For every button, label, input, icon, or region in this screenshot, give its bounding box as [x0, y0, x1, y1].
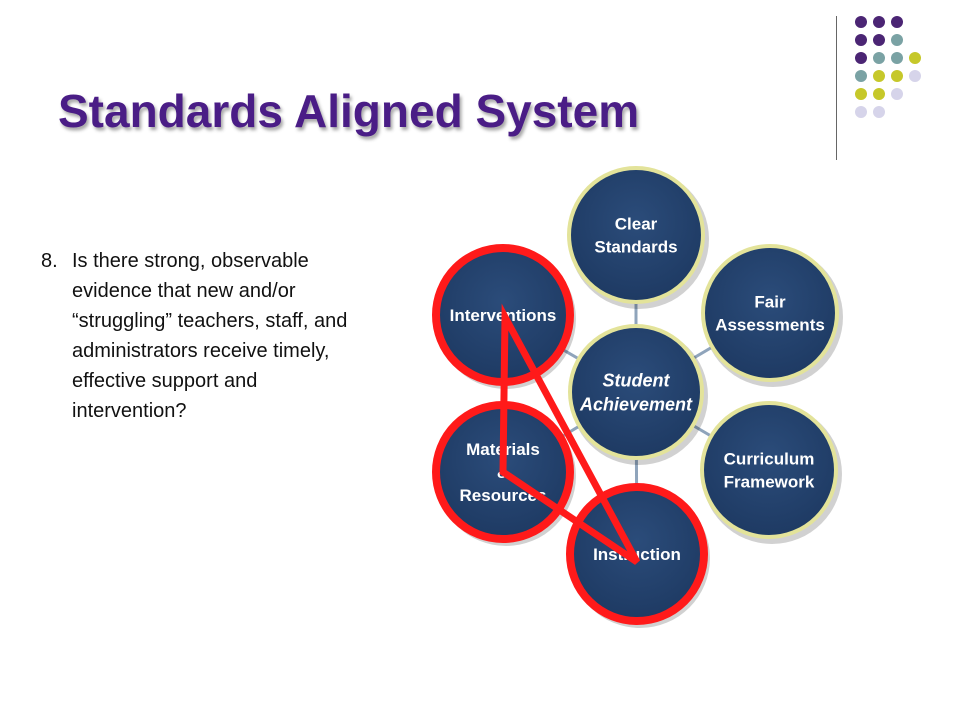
curriculum-framework-label-line: Curriculum [724, 449, 815, 468]
curriculum-framework-label-line: Framework [724, 472, 815, 491]
decorative-dot [855, 52, 867, 64]
fair-assessments-label-line: Fair [754, 292, 786, 311]
decorative-dot [891, 16, 903, 28]
decorative-dot [855, 34, 867, 46]
fair-assessments-label-line: Assessments [715, 315, 825, 334]
fair-assessments-circle [701, 244, 839, 382]
decorative-dot [873, 52, 885, 64]
clear-standards-label-line: Standards [594, 237, 677, 256]
decorative-dot [855, 106, 867, 118]
decorative-dot [873, 34, 885, 46]
curriculum-framework-circle [700, 401, 838, 539]
highlight-overlay [432, 244, 708, 625]
decorative-dot [855, 70, 867, 82]
highlight-ring-instruction [566, 483, 708, 625]
decorative-dot [873, 88, 885, 100]
decorative-dot [909, 52, 921, 64]
decorative-dot [855, 16, 867, 28]
student-achievement-label-line: Student [603, 370, 671, 390]
decorative-dot [891, 52, 903, 64]
decorative-dot [873, 16, 885, 28]
clear-standards-label-line: Clear [615, 214, 658, 233]
decorative-dot [891, 70, 903, 82]
decorative-divider-line [836, 16, 837, 160]
question-number: 8. [41, 250, 58, 272]
decorative-dot [855, 88, 867, 100]
decorative-dot [891, 88, 903, 100]
question-body: Is there strong, observable evidence tha… [72, 250, 348, 422]
decorative-dot [873, 106, 885, 118]
student-achievement-circle [568, 324, 704, 460]
student-achievement-label-line: Achievement [579, 394, 693, 414]
decorative-dot [909, 70, 921, 82]
node-instruction: Instruction [568, 485, 710, 628]
decorative-dot [891, 34, 903, 46]
clear-standards-circle [567, 166, 705, 304]
decorative-dot [873, 70, 885, 82]
highlight-triangle [499, 303, 641, 565]
question-text-block: 8. Is there strong, observable evidence … [41, 246, 371, 426]
slide-title: Standards Aligned System [58, 85, 640, 137]
